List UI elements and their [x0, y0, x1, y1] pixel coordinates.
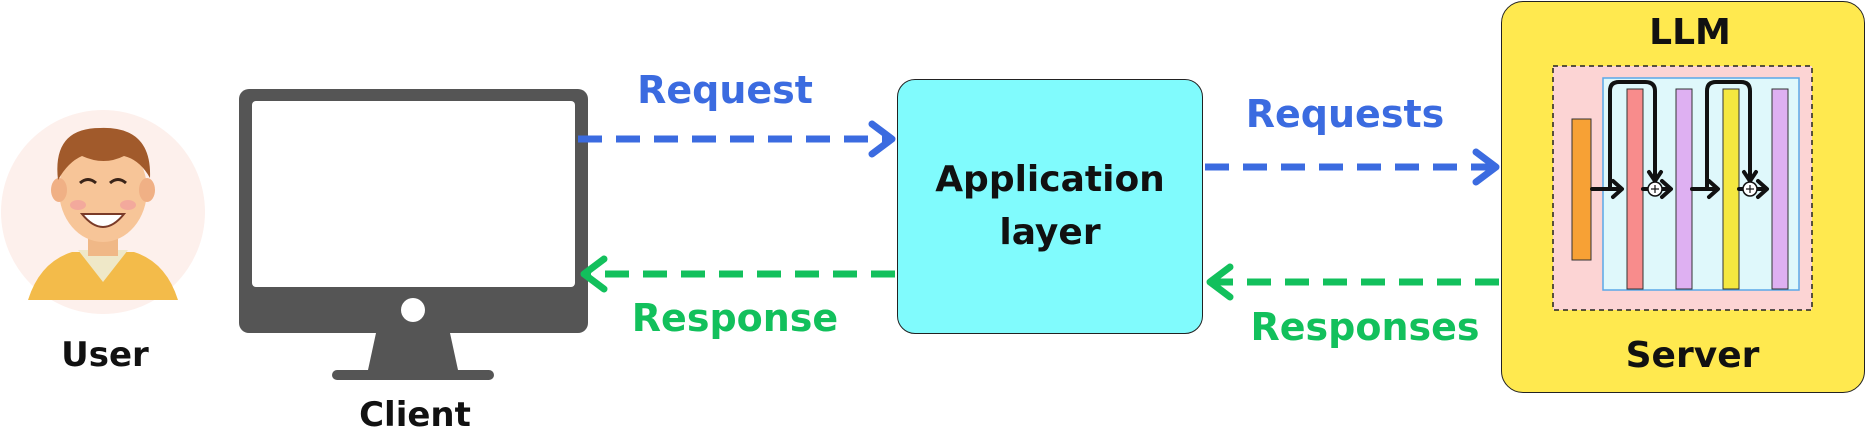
user-avatar-icon: [1, 110, 205, 314]
user-label: User: [61, 335, 149, 375]
response-label: Response: [631, 296, 839, 340]
desktop-monitor-icon: [239, 89, 588, 380]
request-arrow: [578, 120, 896, 158]
requests-arrow: [1205, 148, 1500, 186]
add-node-icon: [1647, 181, 1758, 197]
llm-label: LLM: [1649, 12, 1731, 53]
application-layer-label: Application layer: [935, 159, 1165, 253]
application-layer-box: Application layer: [897, 79, 1203, 334]
client-label: Client: [359, 395, 471, 435]
responses-arrow: [1206, 263, 1499, 301]
requests-label: Requests: [1245, 92, 1445, 136]
request-label: Request: [637, 68, 813, 112]
server-label: Server: [1625, 335, 1760, 376]
response-arrow: [580, 255, 895, 293]
responses-label: Responses: [1250, 305, 1480, 349]
